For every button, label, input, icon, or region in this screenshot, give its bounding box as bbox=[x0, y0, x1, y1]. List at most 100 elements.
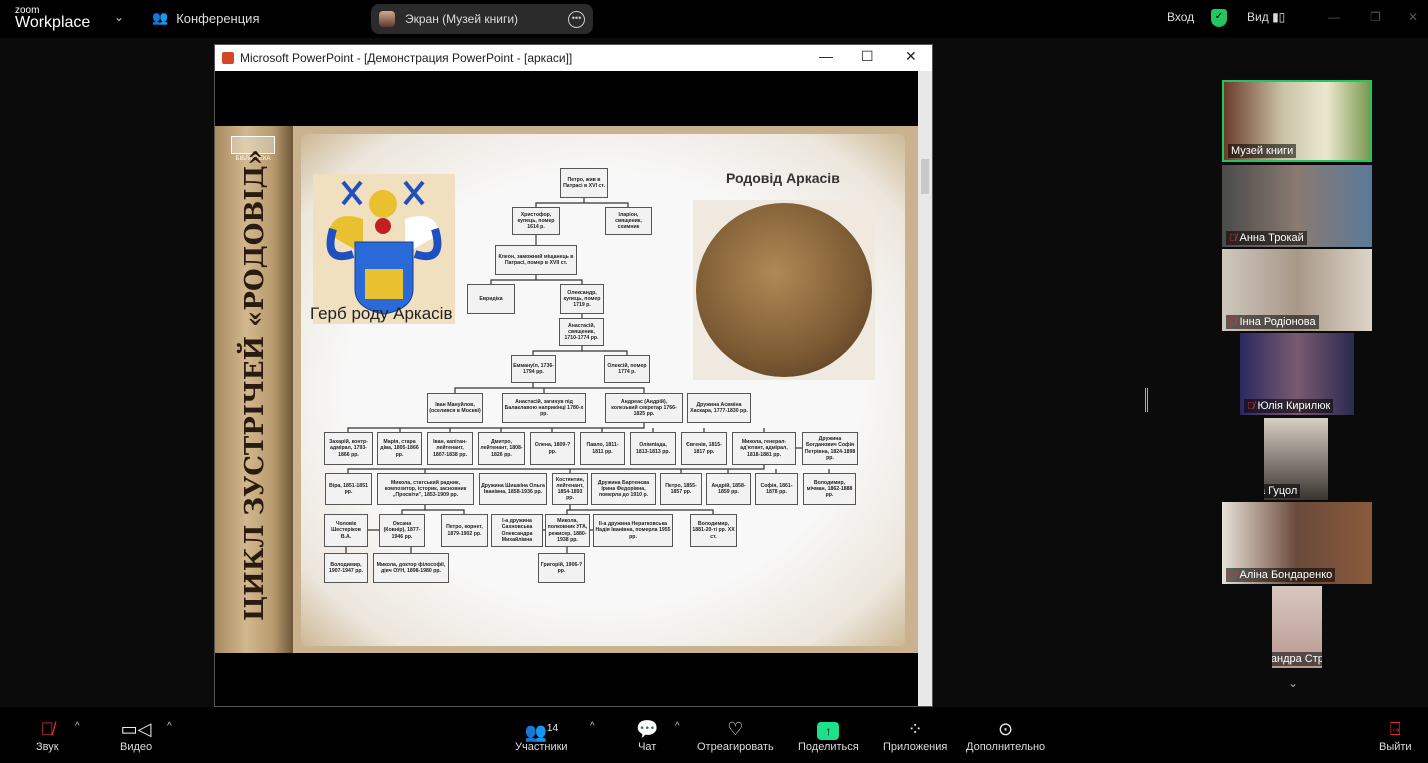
tree-node: Захарій, контр-адмірал, 1793-1866 рр. bbox=[324, 432, 373, 465]
react-label: Отреагировать bbox=[697, 741, 774, 753]
tree-node: Андреас (Андрій), колезький секретар 176… bbox=[605, 393, 683, 423]
video-camera-icon: ▭◁ bbox=[120, 719, 152, 739]
view-button[interactable]: Вид ▮▯ bbox=[1247, 10, 1285, 24]
more-icon[interactable]: ••• bbox=[568, 10, 585, 28]
tree-node: Олександр, купець, помер 1719 р. bbox=[560, 284, 604, 314]
window-title: Microsoft PowerPoint - [Демонстрация Pow… bbox=[240, 51, 573, 65]
tree-node: Костянтин, лейтенант, 1854-1893 рр. bbox=[552, 473, 588, 505]
more-label: Дополнительно bbox=[966, 741, 1046, 753]
tree-node: Микола, статський радник, композитор, іс… bbox=[377, 473, 474, 505]
restore-button[interactable]: ❐ bbox=[1370, 10, 1381, 24]
top-bar: zoom Workplace ⌄ 👥Конференция Экран (Муз… bbox=[0, 0, 1428, 38]
participant-tile[interactable]: 🎙̸Олександра Стройна bbox=[1272, 586, 1322, 668]
tree-node: Анастасій, священик, 1710-1774 рр. bbox=[559, 318, 604, 346]
seal-image bbox=[693, 200, 875, 380]
tree-node: Петро, 1855-1857 рр. bbox=[660, 473, 702, 505]
close-button[interactable]: ✕ bbox=[905, 48, 917, 64]
participants-count: 14 bbox=[546, 723, 559, 734]
tree-node: Микола, генерал-ад'ютант, адмірал, 1818-… bbox=[732, 432, 796, 465]
apps-label: Приложения bbox=[883, 741, 948, 753]
tree-node: Марія, стара діва, 1805-1866 рр. bbox=[377, 432, 422, 465]
gallery-scroll-down-icon[interactable]: ⌄ bbox=[1288, 676, 1299, 690]
participant-tile[interactable]: 🎙̸Юлія Кирилюк bbox=[1240, 333, 1354, 415]
audio-button[interactable]: 🎙̸Звук bbox=[36, 717, 59, 753]
participant-tile[interactable]: 🎙̸Аліна Бондаренко bbox=[1222, 502, 1372, 584]
zoom-logo-small: zoom bbox=[15, 5, 40, 16]
leave-button[interactable]: ⍈ Выйти bbox=[1379, 717, 1412, 753]
minimize-button[interactable]: — bbox=[1328, 10, 1340, 24]
avatar bbox=[379, 11, 395, 27]
tree-node: Петро, жив в Патрасі в XVI ст. bbox=[560, 168, 608, 198]
tree-node: Чоловік Шестеріков В.А. bbox=[324, 514, 368, 547]
participants-options-caret[interactable]: ^ bbox=[590, 721, 595, 732]
participant-name: Інна Родіонова bbox=[1239, 316, 1316, 328]
share-label: Поделиться bbox=[798, 741, 859, 753]
mic-off-icon: 🎙̸ bbox=[1247, 400, 1255, 412]
people-icon: 👥 bbox=[152, 10, 169, 25]
participant-tile[interactable]: Музей книги bbox=[1222, 80, 1372, 162]
share-arrow-icon: ↑ bbox=[817, 722, 840, 740]
close-button[interactable]: ✕ bbox=[1408, 10, 1419, 24]
tree-node: Олена, 1809-? рр. bbox=[530, 432, 575, 465]
minimize-button[interactable]: — bbox=[819, 48, 833, 64]
participant-name: Олександра Стройна bbox=[1272, 653, 1322, 665]
tree-node: I-а дружина Сахновська Олександра Михайл… bbox=[491, 514, 543, 547]
tree-node: II-а дружина Нератковська Надія Іванівна… bbox=[593, 514, 673, 547]
powerpoint-icon bbox=[222, 52, 234, 64]
mic-off-icon: 🎙̸ bbox=[1229, 569, 1237, 581]
tree-node: Павло, 1811-1811 рр. bbox=[580, 432, 625, 465]
participants-label: Участники bbox=[515, 741, 568, 753]
screen-share-indicator[interactable]: Экран (Музей книги) ••• bbox=[371, 4, 593, 34]
tree-node: Анастасій, загинув під Балаклавою наприк… bbox=[502, 393, 586, 423]
audio-options-caret[interactable]: ^ bbox=[75, 721, 80, 732]
video-label: Видео bbox=[120, 741, 153, 753]
participant-name: Музей книги bbox=[1228, 144, 1297, 158]
leave-label: Выйти bbox=[1379, 741, 1412, 753]
chat-button[interactable]: 💬Чат bbox=[636, 717, 658, 753]
scrollbar-thumb[interactable] bbox=[921, 159, 929, 194]
genealogy-title: Родовід Аркасів bbox=[726, 170, 840, 186]
leave-icon: ⍈ bbox=[1389, 719, 1401, 739]
apps-button[interactable]: ⁘Приложения bbox=[883, 717, 947, 753]
react-button[interactable]: ♡ Отреагировать bbox=[697, 717, 774, 753]
scrollbar[interactable] bbox=[918, 71, 932, 706]
tree-node: Клеон, заможний міщанець в Патрасі, поме… bbox=[495, 245, 577, 275]
shield-check-icon[interactable]: ✓ bbox=[1211, 9, 1227, 27]
grid-icon: ▮▯ bbox=[1272, 10, 1286, 24]
meeting-label: Конференция bbox=[176, 10, 260, 26]
more-icon: ⊙ bbox=[998, 719, 1014, 739]
mic-off-icon: 🎙̸ bbox=[1229, 232, 1237, 244]
share-button[interactable]: ↑Поделиться bbox=[798, 717, 859, 753]
tree-node: Дружина Шишкіна Ольга Іванівна, 1858-193… bbox=[479, 473, 547, 505]
participant-tile[interactable]: 🎙̸Анна Трокай bbox=[1222, 165, 1372, 247]
participant-tile[interactable]: 🎙̸Інна Родіонова bbox=[1222, 249, 1372, 331]
tree-node: Микола, доктор філософії, діяч ОУН, 1898… bbox=[373, 553, 449, 583]
tree-node: Григорій, 1906-? рр. bbox=[538, 553, 585, 583]
more-button[interactable]: ⊙ Дополнительно bbox=[966, 717, 1045, 753]
tree-node: Олексій, помер 1774 р. bbox=[604, 355, 650, 383]
video-options-caret[interactable]: ^ bbox=[167, 721, 172, 732]
chat-options-caret[interactable]: ^ bbox=[675, 721, 680, 732]
window-titlebar: Microsoft PowerPoint - [Демонстрация Pow… bbox=[215, 45, 932, 71]
view-label: Вид bbox=[1247, 10, 1269, 24]
panel-resize-handle[interactable] bbox=[1145, 388, 1148, 412]
screen-share-label: Экран (Музей книги) bbox=[405, 12, 519, 26]
audio-label: Звук bbox=[36, 741, 59, 753]
meeting-info-button[interactable]: 👥 Конференция bbox=[152, 10, 259, 26]
chevron-down-icon[interactable]: ⌄ bbox=[114, 10, 125, 24]
tree-node: Олімпіада, 1813-1813 рр. bbox=[630, 432, 676, 465]
tree-node: Володимир, 1907-1947 рр. bbox=[324, 553, 368, 583]
participant-tile[interactable]: 🎙̸Анна Гуцол bbox=[1264, 418, 1328, 500]
tree-node: Володимир, мічман, 1862-1888 рр. bbox=[803, 473, 856, 505]
maximize-button[interactable]: ☐ bbox=[861, 48, 874, 64]
tree-node: Христофор, купець, помер 1614 р. bbox=[512, 207, 560, 235]
chat-icon: 💬 bbox=[636, 719, 659, 739]
video-button[interactable]: ▭◁ Видео bbox=[120, 717, 152, 753]
tree-node: Оксана (Ковнір), 1877-1946 рр. bbox=[379, 514, 425, 547]
heart-icon: ♡ bbox=[727, 719, 744, 739]
participant-name: Юлія Кирилюк bbox=[1257, 400, 1331, 412]
tree-node: Софія, 1861-1878 рр. bbox=[755, 473, 798, 505]
signin-button[interactable]: Вход bbox=[1167, 10, 1195, 24]
